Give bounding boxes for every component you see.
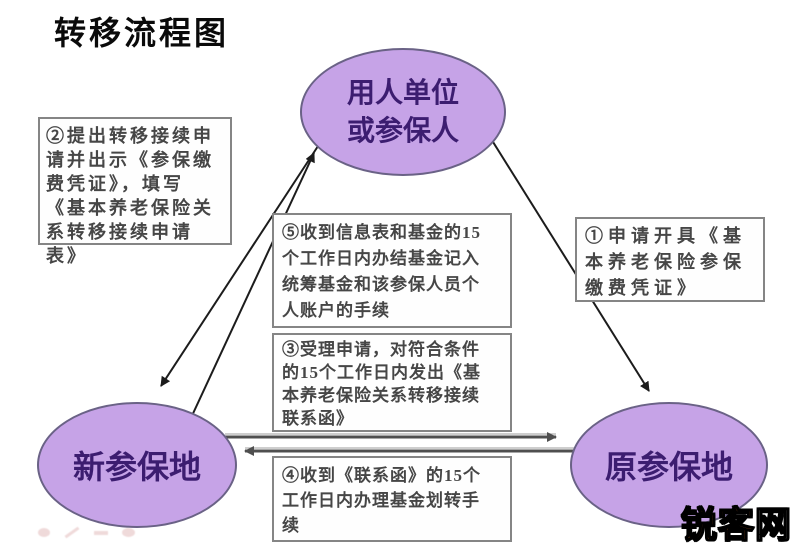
faint-scribble-marks: [38, 526, 135, 539]
node-new-insured-place: 新参保地: [37, 402, 237, 528]
page-title: 转移流程图: [54, 15, 230, 51]
step2-box: ②提出转移接续申请并出示《参保缴费凭证》，填写《基本养老保险关系转移接续申请表》: [38, 117, 232, 266]
step4-box: ④收到《联系函》的15个工作日内办理基金划转手续: [272, 456, 512, 542]
step5-box: ⑤收到信息表和基金的15个工作日内办结基金记入统筹基金和该参保人员个人账户的手续: [272, 213, 512, 328]
site-watermark: 锐客网: [680, 496, 792, 548]
node-old-place-label: 原参保地: [604, 449, 733, 485]
step1-box: ①申请开具《基本养老保险参保缴费凭证》: [575, 217, 765, 302]
node-employer-label: 用人单位 或参保人: [346, 77, 459, 146]
watermark-text-secondary: 网: [754, 503, 792, 546]
arrow-employer-to-old: [477, 117, 650, 392]
watermark-text-primary: 锐客: [680, 503, 755, 546]
step3-box: ③受理申请，对符合条件的15个工作日内发出《基本养老保险关系转移接续联系函》: [272, 333, 512, 432]
node-new-place-label: 新参保地: [72, 449, 201, 485]
arrow-new-to-employer: [189, 152, 315, 421]
node-employer-or-insured: 用人单位 或参保人: [300, 48, 506, 176]
arrow-employer-to-new: [160, 139, 323, 387]
node-original-insured-place: 原参保地: [570, 402, 768, 528]
